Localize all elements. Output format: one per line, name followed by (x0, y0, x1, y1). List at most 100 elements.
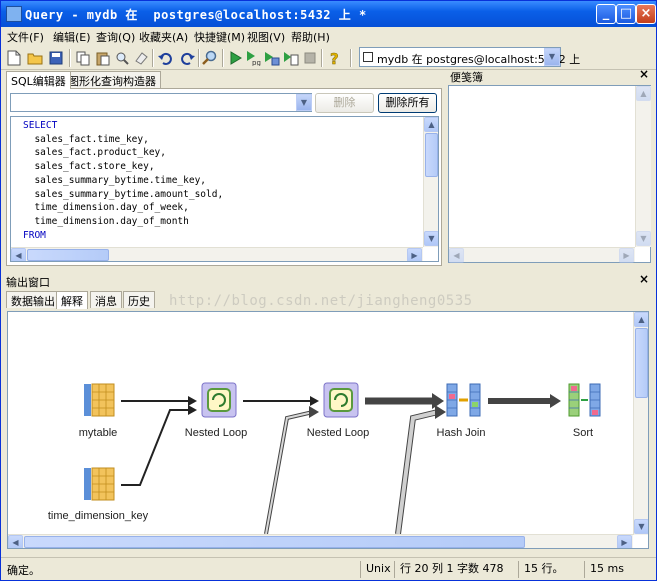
scroll-right-icon[interactable]: ▶ (619, 248, 634, 263)
code-line: SELECT (23, 120, 58, 131)
tab-graphical-query-builder[interactable]: 图形化查询构造器 (63, 71, 161, 88)
new-file-icon[interactable] (6, 50, 22, 66)
maximize-button[interactable]: □ (616, 4, 636, 24)
tab-explain[interactable]: 解释 (56, 291, 88, 309)
connection-value: mydb 在 postgres@localhost:5432 上 (377, 53, 581, 66)
index-scan-icon[interactable] (84, 467, 115, 501)
menu-view[interactable]: 视图(V) (247, 31, 286, 44)
plan-edge (395, 405, 446, 534)
code-line: FROM (23, 229, 46, 241)
close-icon[interactable]: × (639, 272, 650, 286)
menu-query[interactable]: 查询(Q) (96, 31, 136, 44)
toolbar-separator (198, 49, 200, 67)
explain-icon[interactable] (264, 50, 280, 66)
plan-edge (121, 405, 197, 486)
execute-to-file-icon[interactable] (283, 50, 299, 66)
menu-favorites[interactable]: 收藏夹(A) (139, 31, 189, 44)
minimize-button[interactable]: _ (596, 4, 616, 24)
nested-loop-icon[interactable] (201, 382, 237, 418)
plan-edge (121, 396, 197, 406)
menu-help[interactable]: 帮助(H) (291, 31, 330, 44)
paste-icon[interactable] (95, 50, 111, 66)
scroll-right-icon[interactable]: ▶ (407, 248, 422, 261)
status-line-endings: Unix (360, 561, 394, 578)
toolbar-separator (321, 49, 323, 67)
redo-icon[interactable] (179, 50, 195, 66)
toolbar-separator (152, 49, 154, 67)
find-icon[interactable] (202, 50, 218, 66)
window-title: Query - mydb 在 postgres@localhost:5432 上… (25, 8, 367, 22)
scroll-down-icon[interactable]: ▼ (424, 231, 438, 246)
tab-data-output[interactable]: 数据输出 (6, 291, 60, 308)
scratch-pad[interactable]: ▲ ▼ ◀ ▶ (448, 85, 651, 263)
scroll-up-icon[interactable]: ▲ (424, 117, 438, 132)
close-icon[interactable]: × (639, 67, 650, 81)
copy-icon[interactable] (75, 50, 91, 66)
tab-history[interactable]: 历史 (123, 291, 155, 308)
scroll-left-icon[interactable]: ◀ (449, 248, 464, 263)
delete-button[interactable]: 删除 (315, 93, 374, 113)
code-line: sales_fact.store_key, (23, 161, 155, 173)
nested-loop-icon[interactable] (323, 382, 359, 418)
chevron-down-icon[interactable]: ▼ (544, 48, 560, 66)
scroll-left-icon[interactable]: ◀ (8, 535, 23, 548)
sort-icon[interactable] (568, 383, 601, 417)
scroll-down-icon[interactable]: ▼ (634, 519, 648, 534)
menu-file[interactable]: 文件(F) (7, 31, 44, 44)
menu-edit[interactable]: 编辑(E) (53, 31, 91, 44)
code-line: sales_summary_bytime.amount_sold, (23, 188, 224, 200)
chevron-down-icon[interactable]: ▼ (296, 94, 312, 111)
scroll-left-icon[interactable]: ◀ (11, 248, 26, 261)
scratch-horizontal-scrollbar[interactable]: ◀ ▶ (449, 247, 635, 263)
help-icon[interactable]: ? (327, 50, 343, 66)
toolbar-separator (350, 49, 352, 67)
connection-select[interactable]: mydb 在 postgres@localhost:5432 上 ▼ (359, 47, 580, 67)
scroll-thumb[interactable] (635, 328, 648, 398)
scroll-up-icon[interactable]: ▲ (634, 312, 648, 327)
editor-horizontal-scrollbar[interactable]: ◀ ▶ (11, 247, 423, 261)
stop-icon[interactable] (302, 50, 318, 66)
delete-all-button[interactable]: 删除所有 (378, 93, 437, 113)
panel-splitter[interactable] (1, 266, 656, 272)
query-plan-graph (84, 382, 601, 534)
app-icon (6, 6, 22, 22)
scroll-thumb[interactable] (425, 133, 438, 177)
status-cursor-position: 行 20 列 1 字数 478 (394, 561, 518, 578)
tab-sql-editor[interactable]: SQL编辑器 (6, 71, 71, 89)
save-icon[interactable] (48, 50, 64, 66)
scroll-thumb[interactable] (27, 249, 109, 261)
output-pane-title: 输出窗口 (6, 276, 50, 289)
code-line: time_dimension.day_of_month (23, 215, 189, 227)
clear-icon[interactable] (133, 50, 149, 66)
scroll-right-icon[interactable]: ▶ (617, 535, 632, 548)
title-bar[interactable]: Query - mydb 在 postgres@localhost:5432 上… (1, 1, 656, 27)
connection-checkbox[interactable] (363, 52, 373, 62)
undo-icon[interactable] (158, 50, 174, 66)
execute-icon[interactable] (227, 50, 243, 66)
scroll-thumb[interactable] (24, 536, 525, 548)
menu-macros[interactable]: 快捷键(M) (194, 31, 246, 44)
tab-messages[interactable]: 消息 (90, 291, 122, 308)
scratch-vertical-scrollbar[interactable]: ▲ ▼ (635, 86, 651, 247)
scroll-up-icon[interactable]: ▲ (636, 86, 651, 101)
sql-code: SELECT sales_fact.time_key, sales_fact.p… (23, 119, 223, 242)
scroll-down-icon[interactable]: ▼ (636, 231, 651, 246)
execute-pgscript-icon[interactable]: pg (245, 50, 261, 66)
status-query-time: 15 ms (584, 561, 652, 578)
close-button[interactable]: × (636, 4, 656, 24)
explain-vertical-scrollbar[interactable]: ▲ ▼ (633, 312, 648, 535)
table-scan-icon[interactable] (84, 383, 115, 417)
hash-join-icon[interactable] (446, 383, 481, 417)
toolbar-separator (222, 49, 224, 67)
open-folder-icon[interactable] (27, 50, 43, 66)
svg-text:?: ? (330, 50, 339, 66)
menu-bar: 文件(F) 编辑(E) 查询(Q) 收藏夹(A) 快捷键(M) 视图(V) 帮助… (1, 27, 656, 46)
explain-horizontal-scrollbar[interactable]: ◀ ▶ (8, 534, 633, 548)
editor-vertical-scrollbar[interactable]: ▲ ▼ (423, 117, 438, 247)
history-combo[interactable]: ▼ (10, 93, 312, 112)
sql-editor[interactable]: SELECT sales_fact.time_key, sales_fact.p… (10, 116, 439, 262)
plan-edge (264, 406, 319, 534)
explain-canvas[interactable]: mytable Nested Loop Nested Loop Hash Joi… (7, 311, 649, 549)
search-icon[interactable] (114, 50, 130, 66)
svg-text:pg: pg (252, 59, 261, 66)
